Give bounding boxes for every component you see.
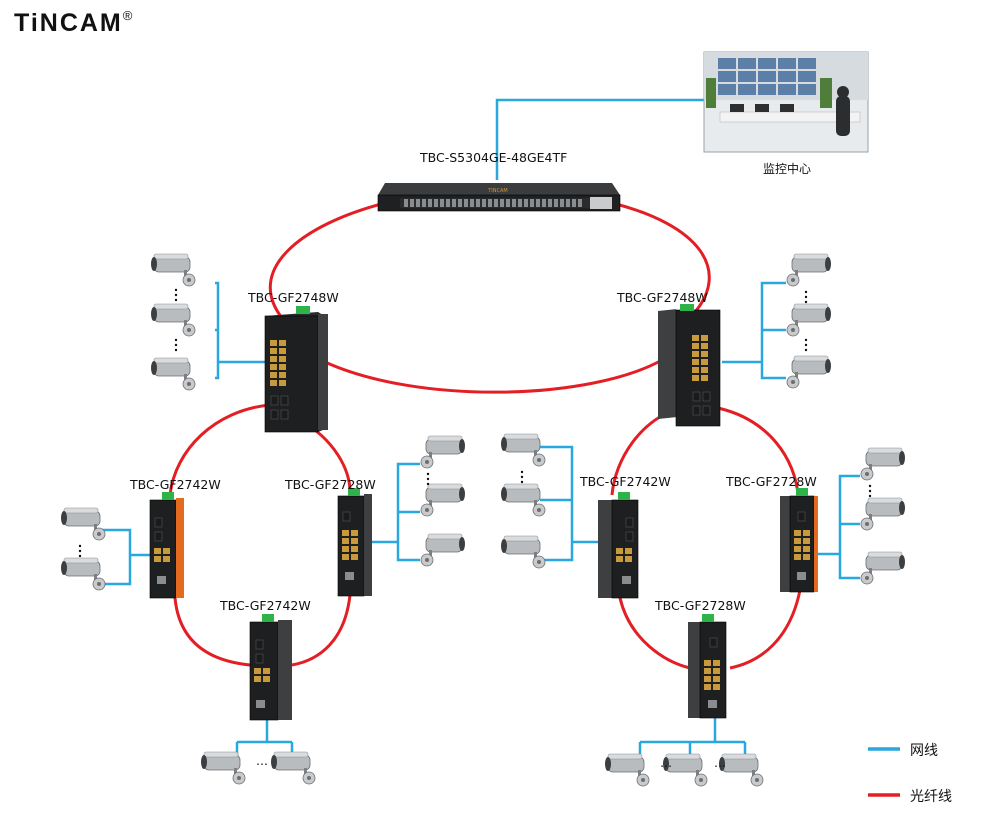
camera-icon [60,507,106,541]
net-r2-cams [815,474,860,580]
switch-l1 [149,492,184,599]
ellipsis-dots-left-main-1 [174,288,178,302]
camera-icon [860,497,906,531]
fiber-r1-r3 [618,597,691,670]
camera-icon [604,753,650,787]
switch-r1-label: TBC-GF2742W [580,474,671,489]
right-main-switch-label: TBC-GF2748W [617,290,708,305]
fiber-right-r2 [717,406,800,496]
core-switch-label: TBC-S5304GE-48GE4TF [420,150,568,165]
monitor-center-caption: 监控中心 [763,162,812,176]
switch-l2-label: TBC-GF2728W [285,477,376,492]
ellipsis-dots-left-main-2 [174,338,178,352]
camera-icon [420,435,466,469]
camera-icon [500,433,546,467]
ellipsis-dots-right-main-2 [804,338,808,352]
legend-fiber-label: 光纤线 [910,789,952,805]
camera-icon [786,303,832,337]
switch-r2-label: TBC-GF2728W [726,474,817,489]
ellipsis-r3-a: … [660,756,672,770]
net-core-monitor [495,98,706,180]
switch-l1-label: TBC-GF2742W [130,477,221,492]
switch-r3-label: TBC-GF2728W [655,598,746,613]
net-l1-cams [100,528,152,586]
net-l3-cams [235,720,294,768]
ellipsis-dots-r2 [868,484,872,498]
camera-icon [200,751,246,785]
fiber-r2-r3 [729,589,802,670]
fiber-l2-l3 [291,594,352,667]
switch-r3 [688,614,727,719]
camera-icon [420,533,466,567]
left-main-switch [264,306,328,433]
right-main-switch [658,304,721,427]
core-switch: TINCAM [377,183,621,212]
net-r1-cams [540,445,598,562]
ellipsis-dots-right-main-1 [804,290,808,304]
legend-network-label: 网线 [910,743,938,759]
camera-icon [786,253,832,287]
net-right-main-cams [722,281,786,380]
ellipsis-dots-l2 [426,472,430,486]
left-main-switch-label: TBC-GF2748W [248,290,339,305]
ellipsis-r3-b: … [714,756,726,770]
switch-l3 [249,614,292,721]
switch-l3-label: TBC-GF2742W [220,598,311,613]
camera-icon [500,535,546,569]
core-brand: TINCAM [487,188,508,194]
fiber-core-right [611,201,711,313]
fiber-left-right [324,358,663,394]
camera-icon [860,551,906,585]
camera-icon [860,447,906,481]
cameras [60,253,906,787]
camera-icon [270,751,316,785]
camera-icon [150,253,196,287]
camera-icon [150,303,196,337]
brand-logo: TiNCAM® [14,8,133,37]
ellipsis-dots-l1 [78,544,82,558]
fiber-l1-l3 [173,597,251,667]
net-left-main-cams [215,281,266,380]
camera-icon [150,357,196,391]
switch-r1 [598,492,639,599]
switch-r2 [780,488,818,593]
ellipsis-l3: … [256,754,268,768]
ellipsis-dots-r1 [520,470,524,484]
camera-icon [500,483,546,517]
camera-icon [60,557,106,591]
camera-icon [420,483,466,517]
net-l2-cams [372,462,420,562]
switch-l2 [337,488,372,597]
fiber-left-l1 [168,403,271,496]
fiber-core-left [268,201,386,319]
camera-icon [786,355,832,389]
monitoring-center-photo [703,51,869,153]
